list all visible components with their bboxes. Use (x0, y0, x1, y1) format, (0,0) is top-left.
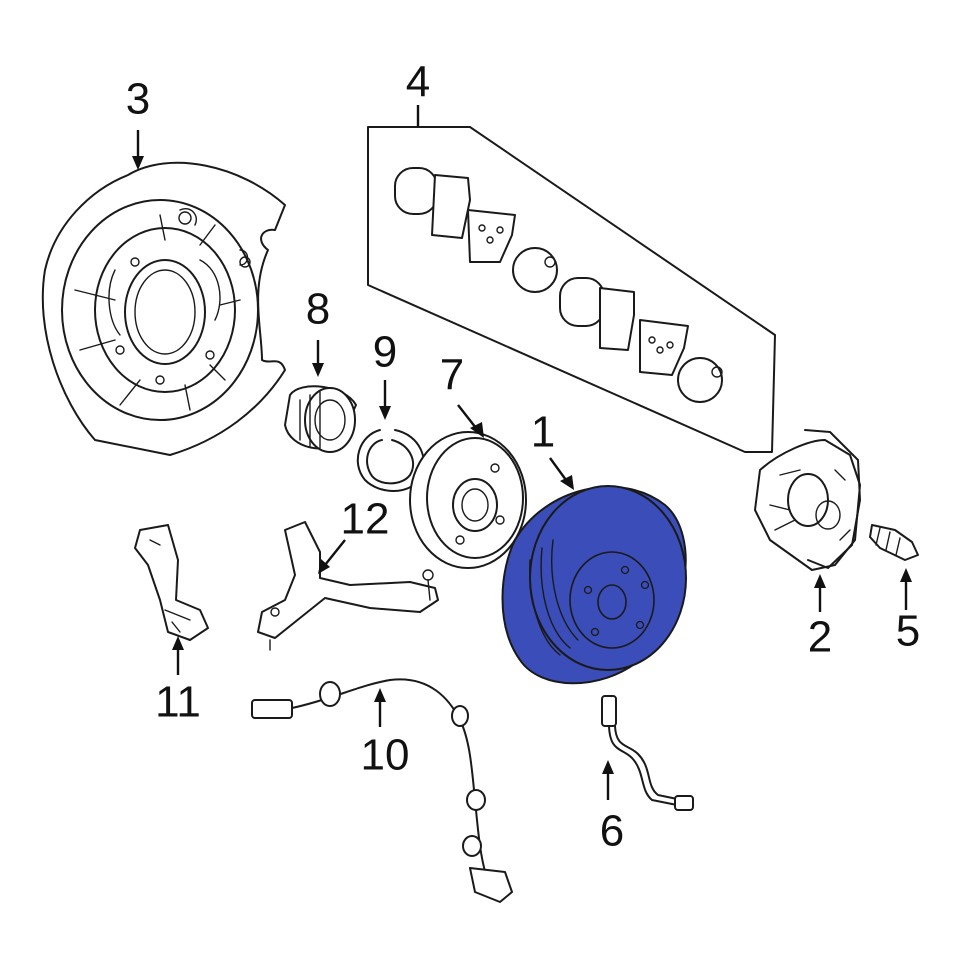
part-6-brake-hose[interactable] (601, 695, 694, 811)
part-3-dust-shield[interactable] (41, 161, 286, 456)
part-1-brake-rotor[interactable] (501, 485, 687, 685)
callout-1: 1 (531, 408, 555, 457)
callout-5: 5 (896, 607, 920, 656)
callout-labels: 3 4 8 9 7 1 12 11 10 6 2 5 (126, 58, 920, 856)
part-2-brake-caliper[interactable] (754, 429, 861, 571)
callout-10: 10 (361, 731, 410, 780)
part-12-mounting-bracket[interactable] (257, 521, 439, 651)
callout-12: 12 (341, 495, 390, 544)
callout-9: 9 (373, 328, 397, 377)
callout-11: 11 (155, 678, 201, 727)
callout-2: 2 (808, 613, 832, 662)
callout-6: 6 (600, 807, 624, 856)
callout-3: 3 (126, 75, 150, 124)
part-9-snap-ring[interactable] (356, 429, 425, 492)
callout-7: 7 (440, 351, 464, 400)
part-8-wheel-bearing[interactable] (284, 385, 357, 453)
part-7-wheel-hub[interactable] (409, 431, 527, 569)
part-5-bleeder-screw[interactable] (869, 524, 919, 561)
part-4-brake-pad-set[interactable] (367, 126, 776, 453)
callout-8: 8 (306, 285, 330, 334)
part-11-bracket[interactable] (134, 524, 209, 641)
callout-arrows (132, 105, 912, 800)
callout-4: 4 (406, 58, 430, 107)
part-10-abs-sensor[interactable] (251, 678, 513, 903)
